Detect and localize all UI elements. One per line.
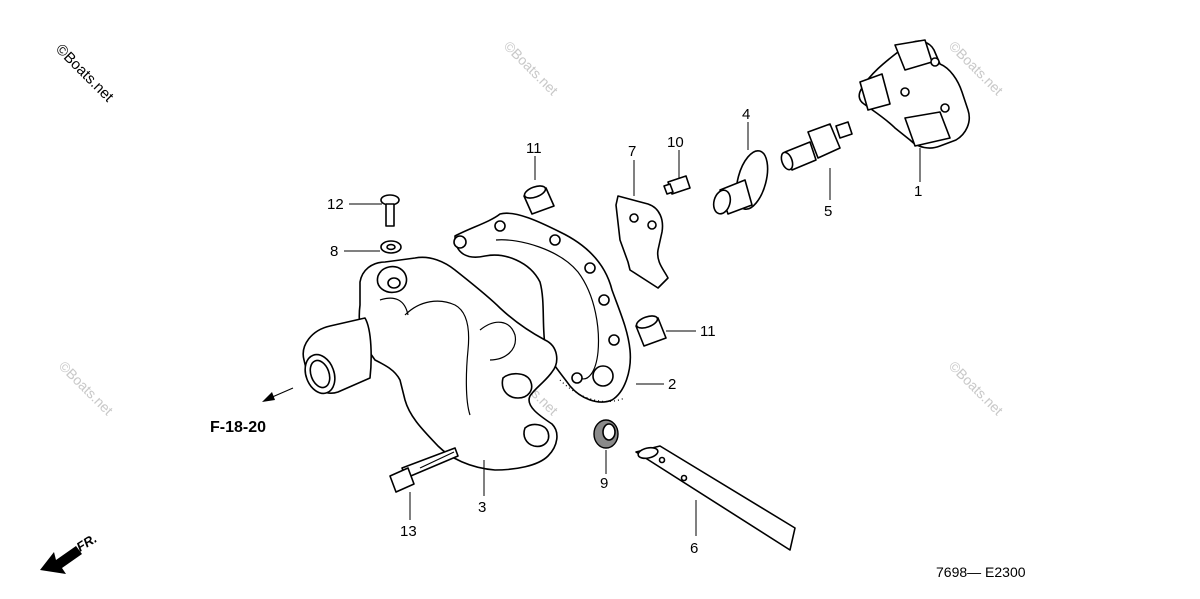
part-shaft — [635, 445, 796, 551]
reference-label: F-18-20 — [210, 419, 266, 436]
callout-2: 2 — [668, 376, 676, 393]
callout-3: 3 — [478, 499, 486, 516]
part-dowel-top — [523, 185, 555, 215]
callout-1: 1 — [914, 183, 922, 200]
part-sensor-bolt — [780, 121, 853, 171]
front-direction-arrow — [40, 546, 82, 574]
callout-11-mid: 11 — [700, 323, 716, 340]
callout-9: 9 — [600, 475, 608, 492]
part-seal — [593, 419, 619, 449]
part-bracket — [858, 39, 971, 149]
part-washer — [380, 240, 402, 254]
callout-13: 13 — [400, 523, 417, 540]
watermark-mid-right: ©Boats.net — [946, 358, 1007, 419]
callout-12: 12 — [327, 196, 344, 213]
callout-10: 10 — [667, 134, 684, 151]
callout-8: 8 — [330, 243, 338, 260]
watermark-main: ©Boats.net — [52, 41, 117, 106]
part-plate — [615, 195, 669, 289]
diagram-code: 7698— E2300 — [936, 564, 1026, 580]
part-flange-bolt — [380, 194, 400, 227]
part-long-bolt — [389, 447, 459, 493]
part-gasket — [453, 212, 632, 403]
watermark-top-center: ©Boats.net — [501, 38, 562, 99]
callout-6: 6 — [690, 540, 698, 557]
part-pump-body — [302, 256, 558, 471]
callout-11-top: 11 — [526, 140, 542, 157]
watermark-mid-left: ©Boats.net — [56, 358, 117, 419]
callout-4: 4 — [742, 106, 750, 123]
part-dowel-mid — [635, 315, 667, 347]
callout-7: 7 — [628, 143, 636, 160]
reference-arrow — [262, 387, 294, 402]
leader-lines — [344, 122, 921, 536]
part-small-bolt — [663, 175, 691, 195]
part-plug-flange — [712, 149, 769, 215]
callout-5: 5 — [824, 203, 832, 220]
